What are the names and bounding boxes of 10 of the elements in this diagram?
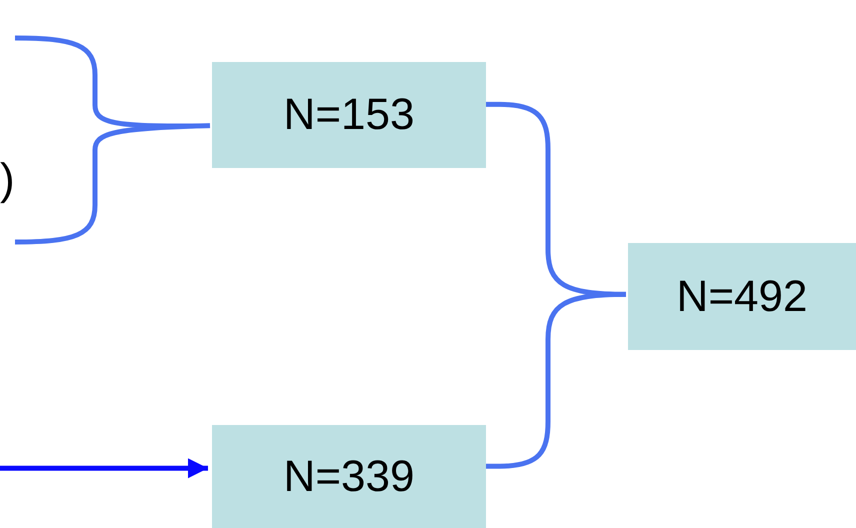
arrow <box>0 458 208 478</box>
count-label: N=339 <box>284 452 414 502</box>
count-label: N=492 <box>676 272 808 322</box>
curly-brace <box>486 292 626 469</box>
count-box <box>212 425 486 528</box>
parenthesis-text: ) <box>0 155 15 205</box>
count-box <box>628 243 856 350</box>
count-label: N=153 <box>284 90 414 140</box>
curly-brace <box>12 36 212 244</box>
count-box <box>212 62 486 168</box>
